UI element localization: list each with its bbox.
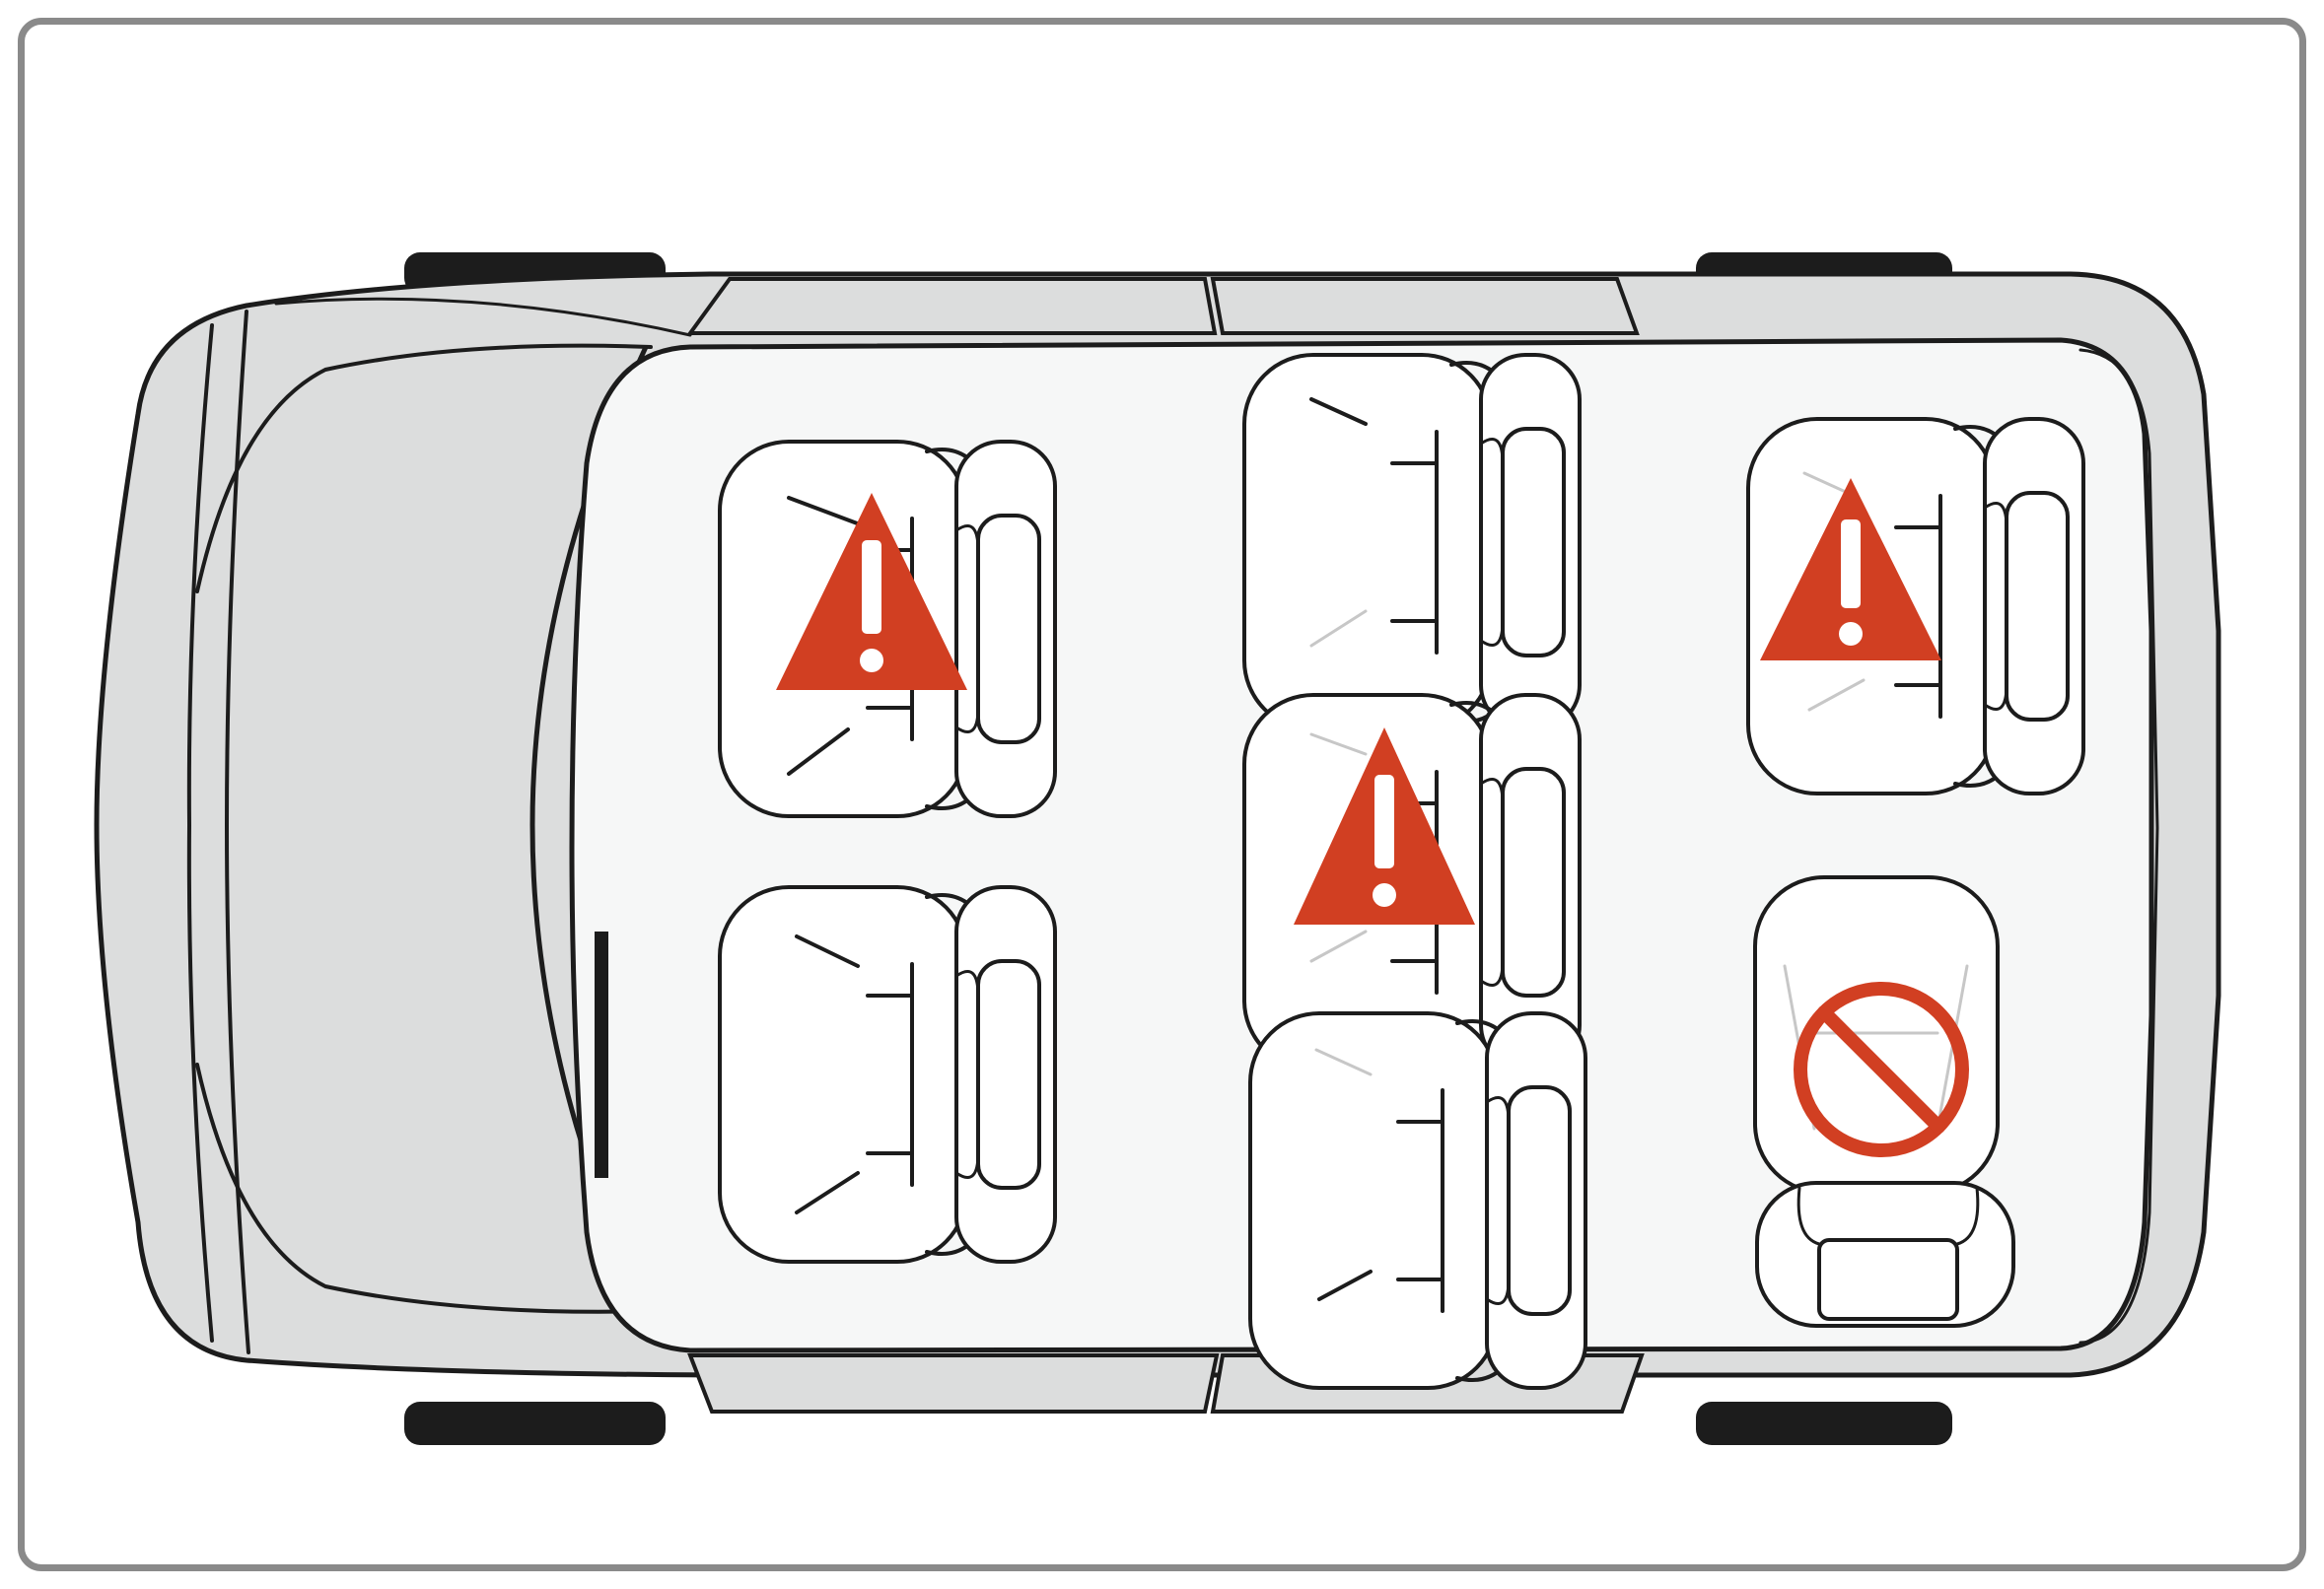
seat-row2-right	[1250, 1013, 1585, 1388]
seat-row2-left	[1244, 355, 1580, 729]
seat-row1-right	[720, 887, 1055, 1262]
sliding-door-handle	[595, 932, 608, 1178]
seat-row3-right-rear-facing	[1755, 877, 2013, 1326]
